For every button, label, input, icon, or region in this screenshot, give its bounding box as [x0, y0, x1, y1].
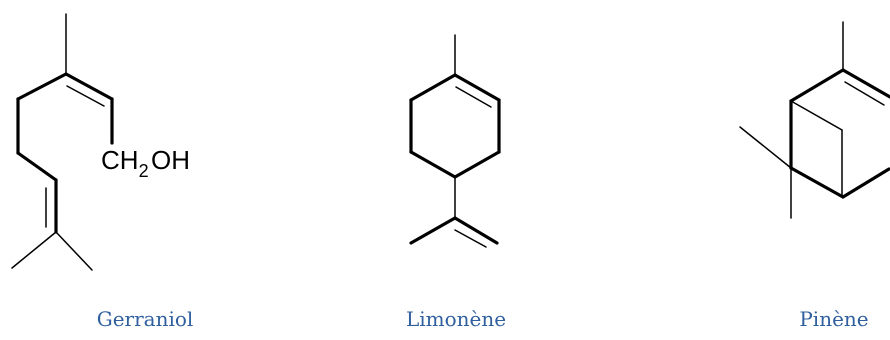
gerraniol-structure: CH2 OH	[11, 13, 190, 271]
pinene-ring-bond-4	[841, 167, 890, 199]
caption-gerraniol: Gerraniol	[96, 307, 194, 331]
limonene-ring-bond-4	[453, 150, 501, 179]
limonene-methyl-left	[409, 216, 457, 245]
limonene-ring-double-inner	[455, 86, 492, 108]
pinene-ring-double-inner	[844, 81, 885, 106]
pinene-ring-bond-1	[789, 68, 845, 103]
limonene-double-outer	[453, 216, 499, 245]
gerraniol-double-bond-outer	[64, 72, 114, 101]
limonene-ring-bond-5	[409, 150, 457, 179]
gerraniol-oh-label: OH	[151, 145, 190, 175]
limonene-ring-double-outer	[453, 73, 501, 102]
gerraniol-ch2-label: CH2	[101, 145, 149, 181]
pinene-gem-methyl-1	[739, 126, 792, 169]
pinene-bridge-1	[790, 100, 843, 131]
caption-limonene: Limonène	[405, 307, 507, 331]
pinene-structure	[739, 21, 890, 219]
limonene-structure	[409, 34, 501, 248]
caption-pinene: Pinène	[799, 307, 869, 331]
gerraniol-double-bond-inner	[66, 85, 105, 107]
limonene-ring-bond-1	[409, 73, 457, 102]
pinene-ring-double-outer	[841, 68, 890, 99]
pinene-ring-bond-3	[789, 166, 845, 199]
gerraniol-bond-c3-c4	[16, 72, 68, 101]
gerraniol-bond-c5-c6	[16, 151, 58, 182]
limonene-double-inner	[454, 229, 487, 248]
gerraniol-methyl-left	[11, 231, 57, 269]
gerraniol-methyl-right	[55, 231, 93, 271]
